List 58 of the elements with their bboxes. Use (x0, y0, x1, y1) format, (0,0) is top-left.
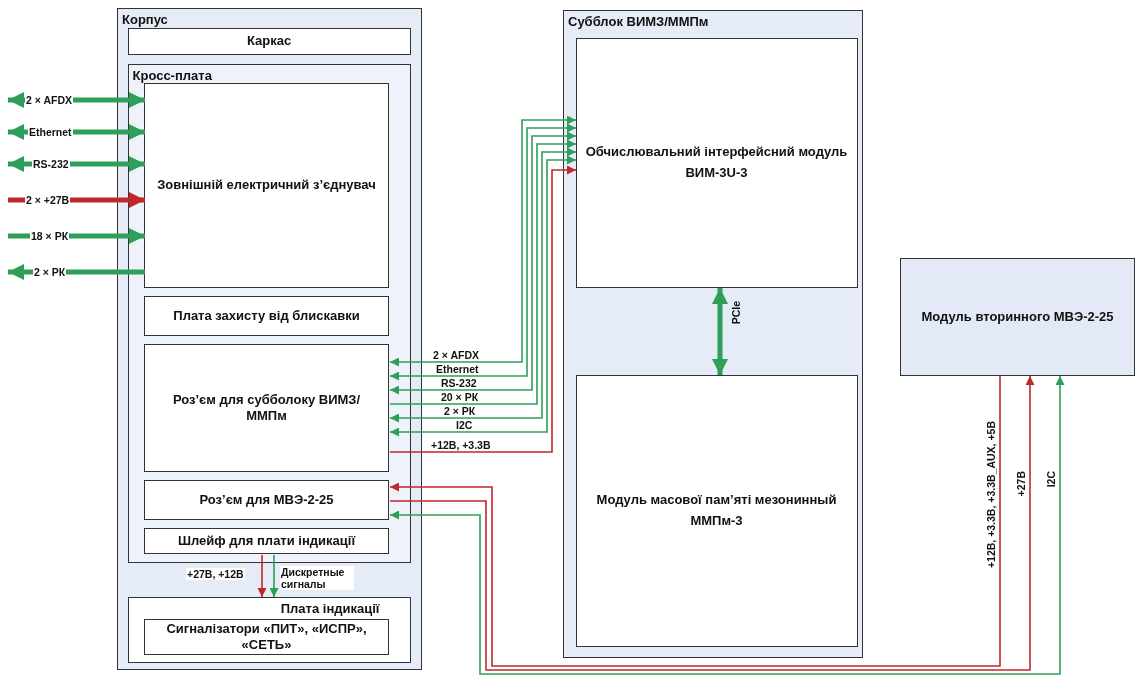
box-label: Роз’єм для субболоку ВИМЗ/ММПм (171, 391, 362, 425)
box-label: Плата захисту від блискавки (173, 307, 360, 325)
housing-panel (117, 8, 422, 670)
module-box (575, 37, 858, 288)
group-title: Плата індикації (280, 600, 380, 616)
box-label: Каркас (246, 32, 292, 50)
box-label: Модуль масової пам’яті мезонинный (596, 492, 837, 509)
edge-label: RS-232 (440, 377, 478, 389)
box-label: Зовнішній електричний з’єднувач (157, 177, 376, 194)
arrow (8, 192, 145, 208)
edge-label: Ethernet (435, 363, 480, 375)
module-box (144, 296, 389, 336)
box-label: Шлейф для плати індикації (177, 532, 356, 550)
arrow (8, 264, 145, 280)
group-title: Кросс-плата (132, 67, 212, 83)
edge-label: 2 × AFDX (432, 349, 480, 361)
arrow (269, 554, 279, 598)
edge-label: Дискретные сигналы (280, 566, 354, 590)
module-box (144, 619, 389, 655)
arrow (712, 288, 728, 375)
arrow (257, 554, 267, 598)
board-panel (127, 596, 411, 663)
arrow (8, 156, 145, 172)
edge-label: PCIe (730, 300, 742, 326)
module-box (127, 27, 411, 55)
arrow (8, 92, 145, 108)
module-box (144, 83, 389, 288)
group-title: Корпус (122, 12, 168, 27)
box-label: Сигналізатори «ПИТ», «ИСПР», «СЕТЬ» (165, 620, 368, 654)
group-title: Субблок ВИМЗ/ММПм (568, 14, 709, 29)
module-box (144, 344, 389, 472)
edge-label: 2 × AFDX (25, 94, 73, 106)
box-label: ММПм-3 (690, 512, 743, 529)
box-label: ВИМ-3U-3 (685, 164, 748, 181)
module-box (900, 258, 1135, 376)
box-label: Роз’єм для МВЭ-2-25 (199, 491, 334, 509)
edge-label: Ethernet (28, 126, 73, 138)
module-box (575, 374, 858, 647)
edge-label: +12В, +3.3В (430, 439, 492, 451)
edge-label: 2 × +27В (25, 194, 71, 206)
edge-label: 18 × РК (30, 230, 70, 242)
edge-label: I2C (455, 419, 474, 431)
edge-label: 2 × РК (33, 266, 67, 278)
box-label: Модуль вторинного МВЭ-2-25 (921, 308, 1114, 326)
arrow (8, 228, 145, 244)
edge-label: RS-232 (32, 158, 70, 170)
edge-label: +27В, +12В (186, 568, 245, 580)
module-box (144, 480, 389, 520)
edge-label: +27В (1015, 470, 1027, 498)
board-panel (127, 63, 411, 563)
subunit-panel (563, 10, 863, 658)
edge-label: 2 × РК (443, 405, 477, 417)
arrow (8, 124, 145, 140)
box-label: Обчислювальний інтерфейсний модуль (585, 144, 848, 161)
edge-label: +12В, +3.3В, +3.3В_AUX, +5В (985, 420, 997, 570)
edge-label: 20 × РК (440, 391, 480, 403)
edge-label: I2C (1045, 470, 1057, 489)
module-box (144, 528, 389, 554)
